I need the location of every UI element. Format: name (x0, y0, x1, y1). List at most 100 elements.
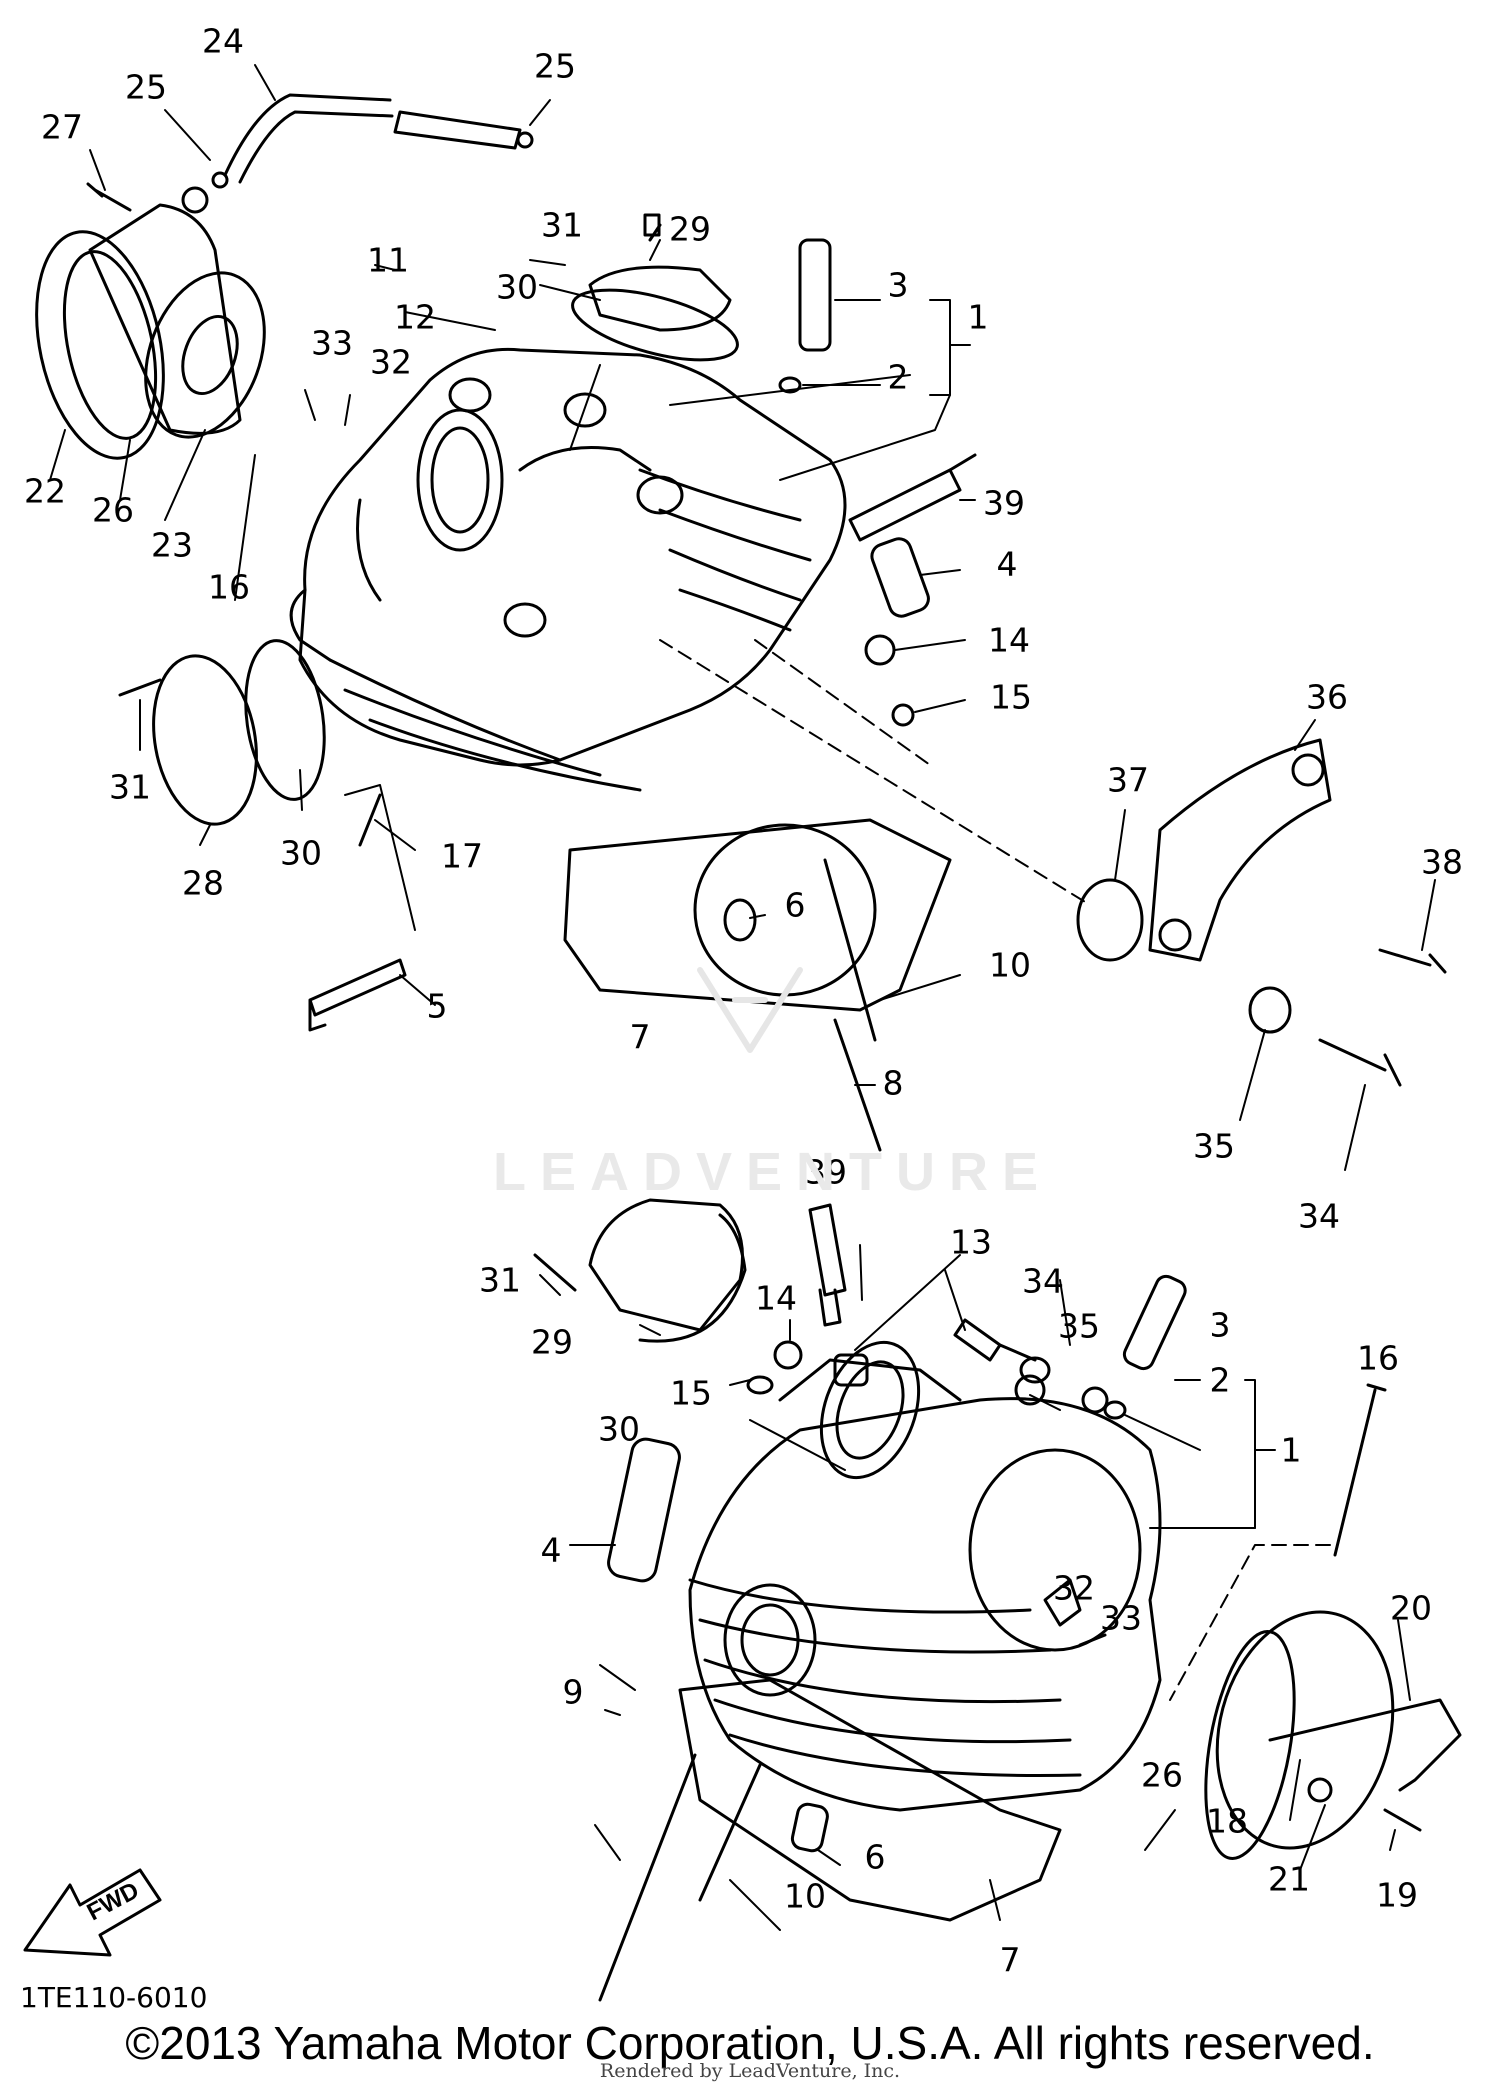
oring-26-lower (1204, 1630, 1296, 1860)
watermark-text: LEADVENTURE (493, 1142, 1053, 1202)
callout-5: 5 (426, 986, 448, 1026)
callout-29: 29 (669, 209, 711, 249)
callout-31: 31 (541, 205, 583, 245)
side-cover-28 (152, 654, 258, 826)
bolt-38 (1378, 948, 1447, 974)
callout-10: 10 (784, 1876, 826, 1916)
callout-32: 32 (370, 342, 412, 382)
tappet-cover-lower (588, 1198, 747, 1343)
callout-15: 15 (990, 677, 1032, 717)
stud-10-lower (698, 1763, 762, 1902)
washer-35-upper (1248, 986, 1292, 1034)
callout-2: 2 (1209, 1360, 1231, 1400)
copyright-notice: ©2013 Yamaha Motor Corporation, U.S.A. A… (125, 2017, 1375, 2069)
spark-plug-upper (848, 453, 977, 542)
spark-plug-lower (808, 1203, 847, 1327)
callout-4: 4 (540, 1530, 562, 1570)
callout-3: 3 (887, 265, 909, 305)
oil-pipe-5 (308, 958, 407, 1032)
callout-31: 31 (109, 767, 151, 807)
callout-34: 34 (1022, 1261, 1064, 1301)
washer-15-lower (746, 1375, 774, 1395)
leader-lines-upper (49, 64, 1436, 1171)
fwd-arrow (23, 1868, 162, 1957)
callout-16: 16 (208, 567, 250, 607)
stopper-32-lower (1043, 1578, 1082, 1627)
cylinder-gasket-upper (563, 818, 952, 1012)
callout-14: 14 (755, 1278, 797, 1318)
callout-8: 8 (882, 1063, 904, 1103)
callout-39: 39 (983, 483, 1025, 523)
callout-16: 16 (1357, 1338, 1399, 1378)
callout-14: 14 (988, 620, 1030, 660)
callout-27: 27 (41, 107, 83, 147)
rear-cam-cover-assembly (35, 186, 266, 460)
oring-30-upper-left (244, 639, 326, 801)
callout-1: 1 (1280, 1430, 1302, 1470)
valve-guide-lower (1122, 1274, 1187, 1371)
callout-26: 26 (92, 490, 134, 530)
callout-25: 25 (534, 46, 576, 86)
callout-10: 10 (989, 945, 1031, 985)
callout-11: 11 (367, 240, 409, 280)
callout-34: 34 (1298, 1196, 1340, 1236)
callout-38: 38 (1421, 842, 1463, 882)
callout-9: 9 (562, 1672, 584, 1712)
callout-7: 7 (999, 1940, 1021, 1980)
callout-24: 24 (202, 21, 244, 61)
callout-32: 32 (1053, 1568, 1095, 1608)
callout-28: 28 (182, 863, 224, 903)
bolt-34-lower (953, 1318, 1037, 1362)
bolt-19 (1383, 1808, 1422, 1832)
side-cover-18 (1215, 1610, 1395, 1850)
plug-13 (833, 1353, 869, 1387)
washer-15-upper (891, 703, 915, 727)
dowel-6-lower (790, 1802, 829, 1853)
watermark-logo (697, 967, 803, 1053)
callout-33: 33 (311, 323, 353, 363)
bolt-31-upper (118, 678, 162, 697)
callout-1: 1 (967, 297, 989, 337)
callout-35: 35 (1058, 1306, 1100, 1346)
bolt-16-lower (1333, 1383, 1387, 1557)
callout-23: 23 (151, 525, 193, 565)
callout-30: 30 (496, 267, 538, 307)
callout-26: 26 (1141, 1755, 1183, 1795)
stud-10-upper (823, 858, 877, 1042)
callout-29: 29 (531, 1322, 573, 1362)
callout-18: 18 (1206, 1801, 1248, 1841)
callout-2: 2 (887, 357, 909, 397)
callout-22: 22 (24, 471, 66, 511)
dowel-6-upper (723, 898, 757, 942)
callout-12: 12 (394, 297, 436, 337)
callout-30: 30 (280, 833, 322, 873)
bracket-20 (1268, 1698, 1462, 1792)
callout-39: 39 (805, 1152, 847, 1192)
valve-guide-upper (798, 238, 832, 352)
callout-20: 20 (1390, 1588, 1432, 1628)
rear-cylinder-head (289, 347, 847, 792)
engine-bracket (1148, 738, 1332, 962)
part-code: 1TE110-6010 (20, 1981, 208, 2014)
callout-37: 37 (1107, 760, 1149, 800)
cap-14-lower (773, 1340, 803, 1370)
stud-9 (598, 1753, 697, 2002)
callout-33: 33 (1100, 1598, 1142, 1638)
callout-19: 19 (1376, 1875, 1418, 1915)
callout-13: 13 (950, 1222, 992, 1262)
leader-lines-lower (539, 1244, 1411, 1931)
spring-upper (870, 537, 930, 618)
callout-30: 30 (598, 1409, 640, 1449)
cap-14-upper (864, 634, 896, 666)
circlip-upper (778, 376, 802, 394)
callout-7: 7 (629, 1017, 651, 1057)
bolt-31-lower (533, 1253, 577, 1292)
cylinder-gasket-lower (678, 1678, 1062, 1922)
bolt-27 (86, 182, 132, 212)
callout-4: 4 (996, 544, 1018, 584)
callout-15: 15 (670, 1373, 712, 1413)
front-cylinder-head (688, 1340, 1162, 1812)
washer-35-lower (1019, 1356, 1051, 1384)
callout-31: 31 (479, 1260, 521, 1300)
